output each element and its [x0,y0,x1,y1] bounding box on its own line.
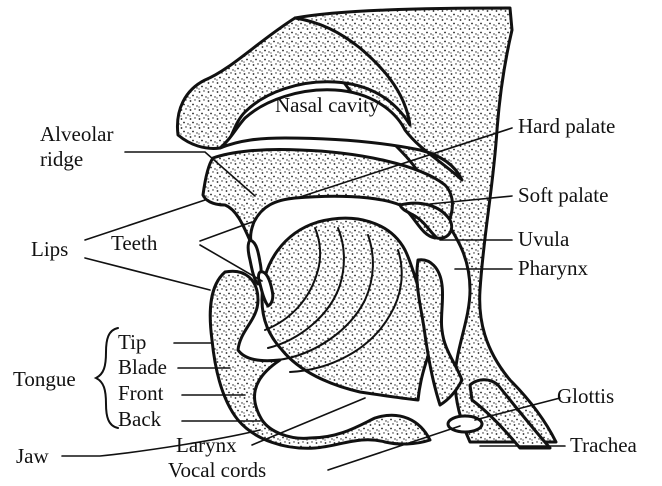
label-teeth: Teeth [111,231,158,255]
label-glottis: Glottis [557,384,614,408]
epiglottis [417,260,462,405]
label-tongue: Tongue [13,367,76,391]
label-front: Front [118,381,164,405]
label-uvula: Uvula [518,227,570,251]
label-alveolar: Alveolar [40,122,113,146]
label-soft-palate: Soft palate [518,183,608,207]
label-nasal-cavity: Nasal cavity [275,93,380,117]
tongue-brace [96,328,118,428]
label-jaw: Jaw [16,444,49,468]
label-blade: Blade [118,355,167,379]
label-larynx: Larynx [176,433,237,457]
leader-lips-bottom [85,258,210,290]
label-vocal-cords: Vocal cords [168,458,266,482]
label-back: Back [118,407,162,431]
tongue-body [262,218,438,400]
label-tip: Tip [118,330,146,354]
label-pharynx: Pharynx [518,256,588,280]
leader-teeth-top [200,222,252,241]
label-trachea: Trachea [570,433,638,457]
label-ridge: ridge [40,147,83,171]
glottis-ring [448,416,482,432]
label-lips: Lips [31,237,68,261]
label-hard-palate: Hard palate [518,114,615,138]
